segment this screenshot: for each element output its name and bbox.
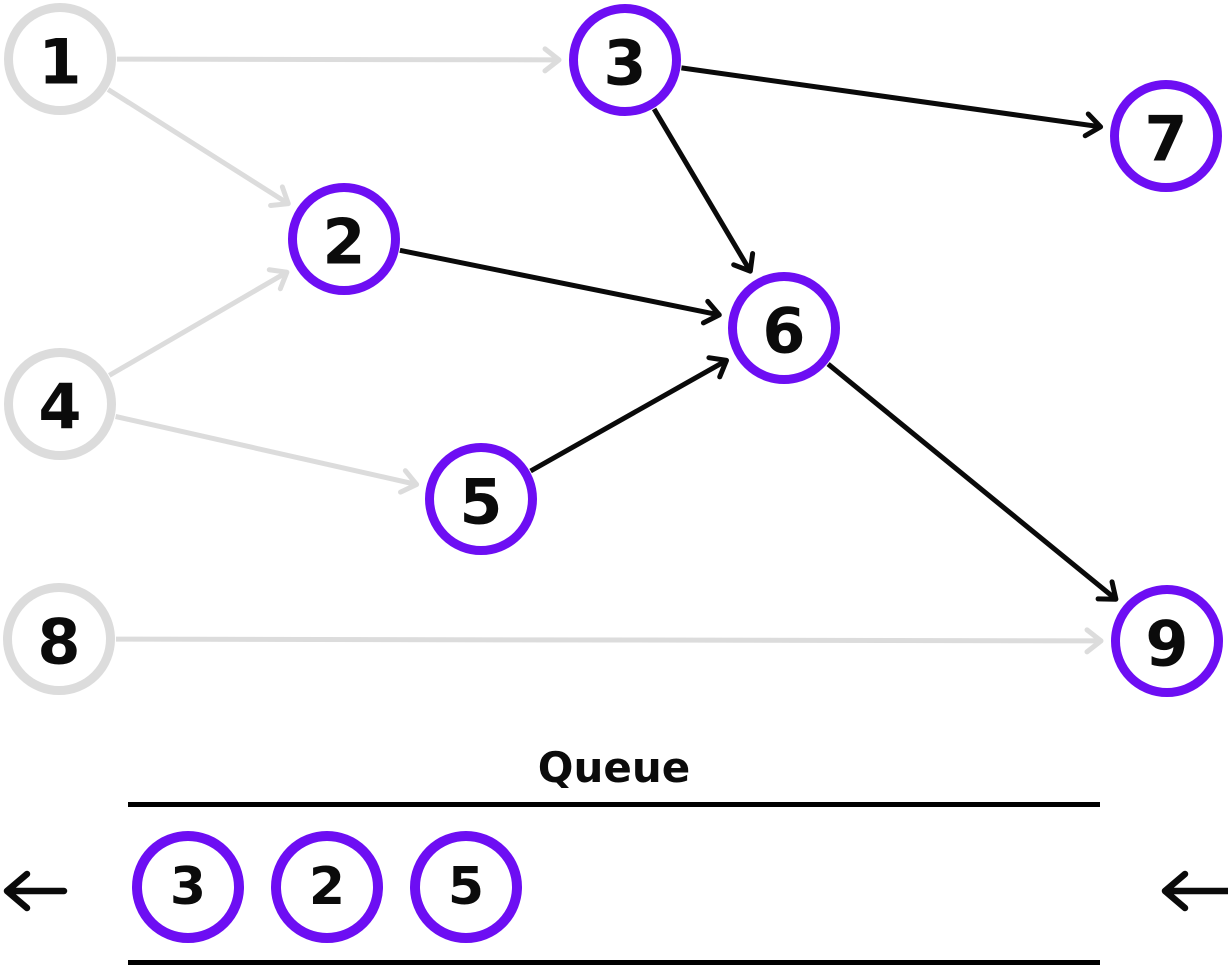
graph-node-circle-4 — [4, 348, 116, 460]
graph-node-6: 6 — [728, 272, 840, 384]
graph-node-7: 7 — [1110, 80, 1222, 192]
graph-node-label-7: 7 — [1144, 103, 1187, 176]
graph-node-circle-8 — [3, 583, 115, 695]
edge-3-7 — [681, 65, 1104, 139]
queue-entry-left-arrow-icon — [1161, 870, 1228, 912]
queue-item-3: 3 — [132, 831, 244, 943]
edges-layer — [106, 46, 1119, 655]
queue-item-2: 2 — [271, 831, 383, 943]
graph-node-3: 3 — [569, 4, 681, 116]
graph-node-8: 8 — [3, 583, 115, 695]
graph-node-label-6: 6 — [762, 295, 805, 368]
graph-node-1: 1 — [4, 3, 116, 115]
graph-node-label-8: 8 — [37, 606, 80, 679]
edge-4-5 — [115, 414, 420, 495]
edge-8-9 — [115, 627, 1104, 655]
graph-node-circle-6 — [728, 272, 840, 384]
graph-node-circle-5 — [425, 443, 537, 555]
edge-1-3 — [116, 46, 562, 74]
graph-node-label-4: 4 — [38, 371, 81, 444]
queue-title: Queue — [537, 743, 691, 792]
graph-node-circle-1 — [4, 3, 116, 115]
edge-4-2 — [108, 267, 290, 378]
nodes-layer: 1 2 3 4 5 6 7 8 9 — [3, 3, 1223, 697]
queue-top-line — [128, 802, 1100, 807]
queue-bottom-line — [128, 960, 1100, 965]
graph-node-5: 5 — [425, 443, 537, 555]
graph-node-label-9: 9 — [1145, 608, 1188, 681]
graph-node-circle-9 — [1111, 585, 1223, 697]
edge-3-6 — [651, 107, 756, 274]
edge-5-6 — [529, 355, 729, 474]
graph-node-circle-3 — [569, 4, 681, 116]
graph-node-circle-2 — [288, 183, 400, 295]
queue-exit-left-arrow-icon — [3, 870, 68, 912]
graph-node-label-1: 1 — [38, 26, 81, 99]
graph-node-label-2: 2 — [322, 206, 365, 279]
edge-2-6 — [399, 247, 722, 326]
graph-node-4: 4 — [4, 348, 116, 460]
graph-node-circle-7 — [1110, 80, 1222, 192]
edge-1-2 — [106, 87, 291, 208]
graph-node-label-3: 3 — [603, 27, 646, 100]
graph-node-2: 2 — [288, 183, 400, 295]
graph-node-label-5: 5 — [459, 466, 502, 539]
queue-item-5: 5 — [410, 831, 522, 943]
graph-canvas: 1 2 3 4 5 6 7 8 9 — [3, 3, 1223, 697]
graph-node-9: 9 — [1111, 585, 1223, 697]
edge-6-9 — [826, 362, 1119, 602]
